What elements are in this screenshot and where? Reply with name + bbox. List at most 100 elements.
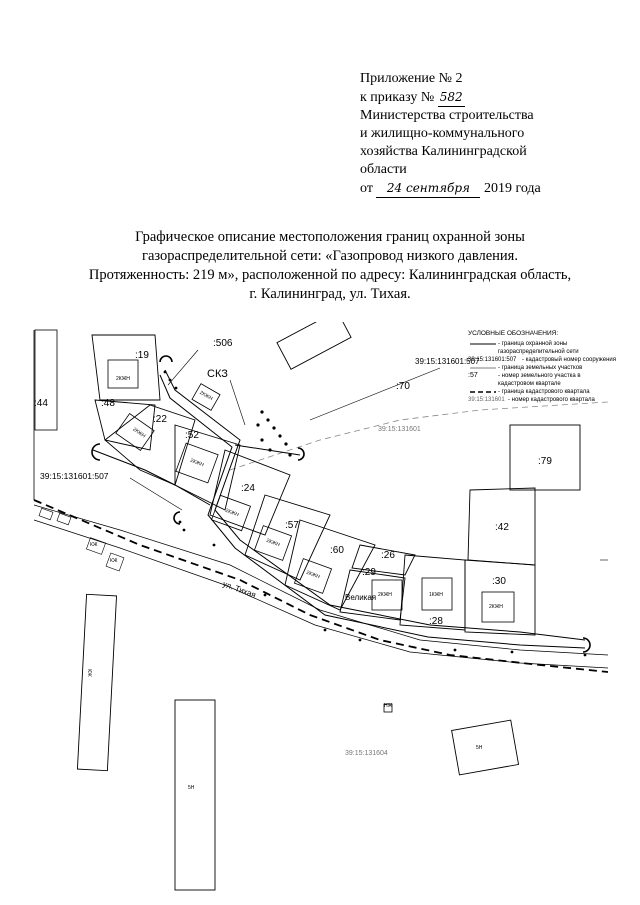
marker-square xyxy=(383,703,393,713)
parcel-label: :28 xyxy=(429,616,443,627)
pipeline-zone-south xyxy=(159,374,586,649)
parcel-label: :52 xyxy=(185,430,199,441)
pipeline-end-east xyxy=(582,637,591,653)
small-box xyxy=(105,552,125,572)
parcel-label: :60 xyxy=(330,545,344,556)
house-57 xyxy=(253,525,293,561)
legend-item-parcel-number: :57 - номер земельного участка в кадастр… xyxy=(468,372,618,388)
house-52 xyxy=(175,442,219,484)
small-label: НЖ xyxy=(384,703,393,709)
legend-text: - номер кадастрового квартала xyxy=(508,397,595,403)
title-line-4: г. Калининград, ул. Тихая. xyxy=(249,286,411,302)
ministry-line-1: Министерства строительства xyxy=(360,108,534,123)
parcel-label: :24 xyxy=(241,483,255,494)
parcel-label: :48 xyxy=(101,398,115,409)
small-box xyxy=(56,512,72,526)
parcel-label: :30 xyxy=(492,576,506,587)
skz-label: СКЗ xyxy=(207,368,228,380)
house-22 xyxy=(115,413,155,451)
legend-text: - граница кадастрового квартала xyxy=(498,389,590,395)
title-line-2: газораспределительной сети: «Газопровод … xyxy=(142,248,518,264)
legend-sample: :57 xyxy=(468,372,478,379)
house-29 xyxy=(371,579,403,611)
legend-sample: 39:15:131601:507 xyxy=(468,357,517,363)
pointer-cadastral xyxy=(129,477,183,511)
legend-item-quarter-number: 39:15:131601 - номер кадастрового кварта… xyxy=(468,396,618,404)
building-label: 1КЖН xyxy=(429,592,443,598)
legend-symbol-zone-line xyxy=(470,343,496,345)
legend-item-cadastral-number: 39:15:131601:507 - кадастровый номер соо… xyxy=(468,356,618,364)
parcel-label: :26 xyxy=(381,550,395,561)
parcel-label: :22 xyxy=(153,414,167,425)
legend-text: - номер земельного участка в кадастровом… xyxy=(498,373,581,387)
cadastral-number-left: 39:15:131601:507 xyxy=(40,471,109,481)
parcel-label: :79 xyxy=(538,456,552,467)
quarter-border-south xyxy=(33,499,608,673)
document-title: Графическое описание местоположения гран… xyxy=(60,228,600,304)
quarter-number-2: 39:15:131604 xyxy=(345,750,388,757)
parcel-79 xyxy=(509,424,581,491)
small-label: КЖ xyxy=(85,669,92,677)
date-line: от 24 сентября 2019 года xyxy=(360,179,610,198)
small-label: КЖ xyxy=(90,542,98,548)
street-edge-north xyxy=(33,504,608,656)
pipeline-zone-north xyxy=(164,369,586,641)
order-prefix: к приказу № xyxy=(360,90,435,105)
appendix-block: Приложение № 2 к приказу № 582 Министерс… xyxy=(360,70,610,198)
legend-text: - граница земельных участков xyxy=(498,365,583,371)
street-name-2-label: Великая xyxy=(345,593,377,602)
parcel-label: :57 xyxy=(285,520,299,531)
parcel-label: :29 xyxy=(362,567,376,578)
parcel-label: :70 xyxy=(396,381,410,392)
legend-symbol-quarter-line xyxy=(470,391,496,393)
date-suffix: 2019 года xyxy=(483,181,541,196)
parcel-19 xyxy=(91,334,161,401)
parcel-label: :42 xyxy=(495,522,509,533)
house-60 xyxy=(293,558,333,594)
parcel-52 xyxy=(174,424,241,511)
street-edge-south xyxy=(33,519,608,669)
cadastral-number-top: 39:15:131601:507 xyxy=(415,357,480,366)
parcel-22 xyxy=(104,404,196,486)
pipeline-end-north xyxy=(159,355,173,363)
vertex-points xyxy=(163,370,587,657)
building-left-top xyxy=(34,329,58,431)
pointer-506 xyxy=(167,349,199,386)
pipeline-end-west xyxy=(91,443,101,461)
parcel-label: :44 xyxy=(34,398,48,409)
order-line: к приказу № 582 xyxy=(360,88,610,107)
order-number: 582 xyxy=(437,88,465,107)
building-label: 2КЖН xyxy=(489,604,503,610)
legend-item-quarter-border: - граница кадастрового квартала xyxy=(468,388,618,396)
date-prefix: от xyxy=(360,181,373,196)
parcel-26 xyxy=(351,544,416,576)
house-19 xyxy=(107,359,139,389)
building-label: 2КЖН xyxy=(116,376,130,382)
ministry-line-4: области xyxy=(360,162,407,177)
legend-symbol-parcel-line xyxy=(470,367,496,369)
ministry-line-3: хозяйства Калининградской xyxy=(360,144,527,159)
house-28 xyxy=(421,577,453,611)
legend-item-parcel-border: - граница земельных участков xyxy=(468,364,618,372)
building-southeast xyxy=(451,719,520,776)
house-30 xyxy=(481,591,515,623)
pipeline-branch xyxy=(234,444,301,456)
small-label: 5Н xyxy=(188,785,195,791)
legend-header: УСЛОВНЫЕ ОБОЗНАЧЕНИЯ: xyxy=(468,330,559,337)
title-line-1: Графическое описание местоположения гран… xyxy=(135,229,525,245)
legend-text: - граница охранной зоны газораспределите… xyxy=(498,341,579,355)
parcel-24 xyxy=(209,449,291,536)
small-box xyxy=(86,537,106,555)
date-handwritten: 24 сентября xyxy=(376,179,481,198)
parcel-506-label: :506 xyxy=(213,338,233,349)
pointer-skz xyxy=(229,379,246,426)
building-label: 2КЖН xyxy=(378,592,392,598)
pipeline-end-branch xyxy=(297,447,305,461)
legend-sample: 39:15:131601 xyxy=(468,397,505,403)
parcel-57 xyxy=(244,494,331,581)
building-top xyxy=(276,322,352,370)
ministry-line-2: и жилищно-коммунального xyxy=(360,126,525,141)
small-box xyxy=(38,507,54,521)
small-label: 5Н xyxy=(476,745,483,751)
small-label: КЖ xyxy=(110,558,118,564)
